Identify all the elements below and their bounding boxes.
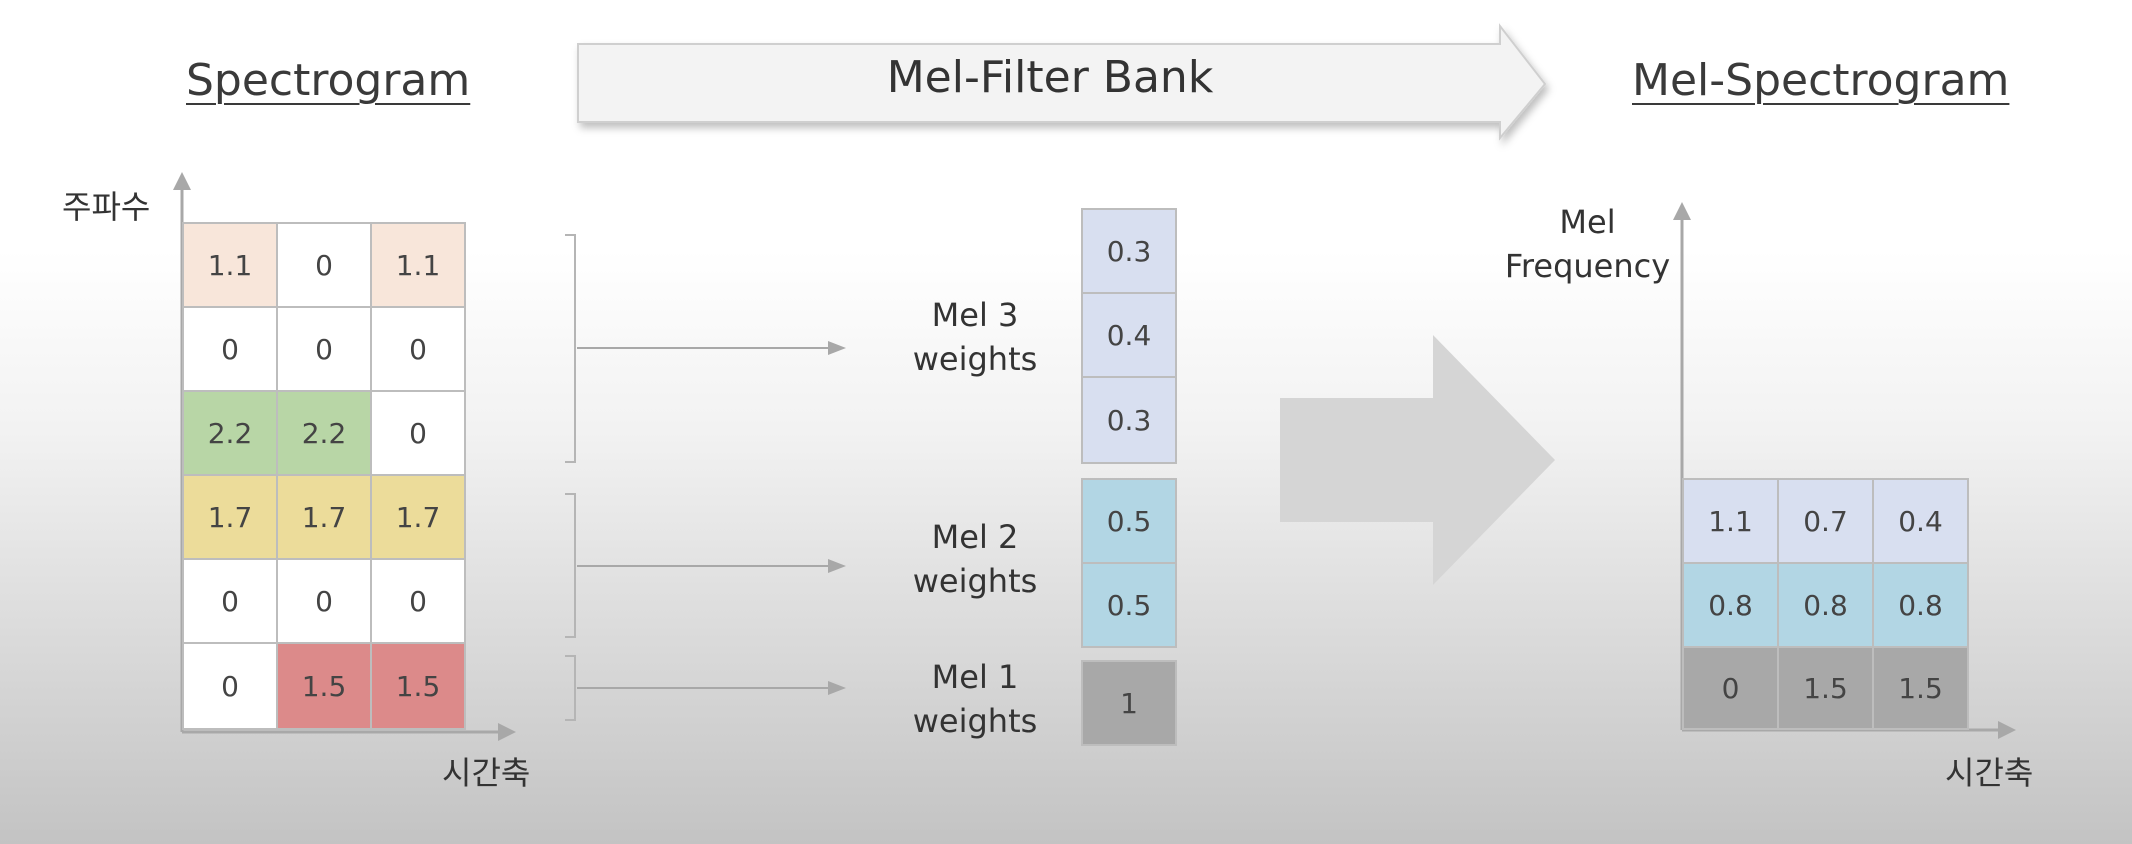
spectrogram-cell: 1.7: [276, 474, 372, 560]
filter-brackets: [565, 234, 576, 721]
time-axis-label: 시간축: [442, 754, 531, 792]
mel-cell: 1.5: [1872, 646, 1969, 730]
mel3-label-line2: weights: [912, 340, 1038, 378]
mel-time-axis-label: 시간축: [1945, 754, 2034, 792]
mel1-label-line1: Mel 1: [931, 658, 1019, 696]
transform-arrow: [1280, 335, 1555, 585]
mel3-label-line1: Mel 3: [931, 296, 1019, 334]
spectrogram-cell: 0: [276, 222, 372, 308]
bracket-arrows: [577, 341, 846, 695]
spectrogram-cell: 0: [182, 306, 278, 392]
weight-cell: 0.4: [1081, 292, 1177, 378]
filter-bank-heading: Mel-Filter Bank: [886, 52, 1214, 103]
filter-bank-banner-arrow: [577, 23, 1547, 141]
mel-cell: 1.1: [1682, 478, 1779, 564]
spectrogram-cell: 1.7: [370, 474, 466, 560]
spectrogram-cell: 0: [370, 390, 466, 476]
spectrogram-cell: 0: [276, 306, 372, 392]
mel-cell: 0.4: [1872, 478, 1969, 564]
spectrogram-cell: 0: [370, 558, 466, 644]
mel3-label: Mel 3 weights: [900, 293, 1050, 381]
frequency-axis-label: 주파수: [62, 188, 151, 226]
weight-cell: 0.3: [1081, 208, 1177, 294]
weight-cell: 0.5: [1081, 562, 1177, 648]
mel-frequency-line1: Mel: [1559, 203, 1616, 241]
spectrogram-cell: 1.1: [370, 222, 466, 308]
mel2-label-line1: Mel 2: [931, 518, 1019, 556]
weight-cell: 0.5: [1081, 478, 1177, 564]
mel-cell: 0: [1682, 646, 1779, 730]
spectrogram-cell: 1.7: [182, 474, 278, 560]
spectrogram-cell: 2.2: [182, 390, 278, 476]
spectrogram-cell: 0: [370, 306, 466, 392]
spectrogram-cell: 0: [182, 642, 278, 730]
mel-cell: 1.5: [1777, 646, 1874, 730]
mel-cell: 0.8: [1777, 562, 1874, 648]
spectrogram-cell: 2.2: [276, 390, 372, 476]
mel2-label-line2: weights: [912, 562, 1038, 600]
spectrogram-cell: 0: [276, 558, 372, 644]
mel1-label-line2: weights: [912, 702, 1038, 740]
mel2-label: Mel 2 weights: [900, 515, 1050, 603]
spectrogram-heading: Spectrogram: [186, 55, 471, 106]
weight-cell: 0.3: [1081, 376, 1177, 464]
mel-frequency-line2: Frequency: [1504, 247, 1671, 285]
spectrogram-cell: 1.1: [182, 222, 278, 308]
mel-spectrogram-heading: Mel-Spectrogram: [1632, 55, 2010, 106]
mel-cell: 0.8: [1682, 562, 1779, 648]
mel-cell: 0.7: [1777, 478, 1874, 564]
spectrogram-cell: 1.5: [276, 642, 372, 730]
weight-cell: 1: [1081, 660, 1177, 746]
mel1-label: Mel 1 weights: [900, 655, 1050, 743]
spectrogram-cell: 0: [182, 558, 278, 644]
mel-cell: 0.8: [1872, 562, 1969, 648]
mel-frequency-axis-label: Mel Frequency: [1495, 200, 1680, 288]
spectrogram-cell: 1.5: [370, 642, 466, 730]
